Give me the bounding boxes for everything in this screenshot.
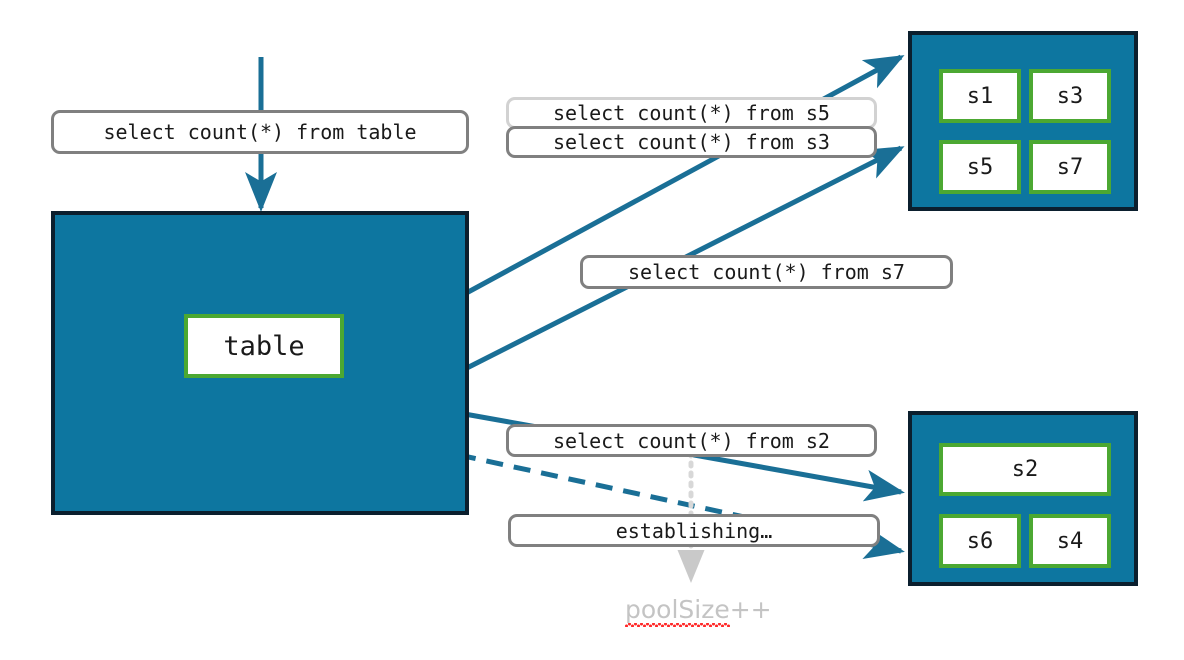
poolsize-annotation-suffix: ++: [729, 595, 772, 624]
poolsize-annotation-word: poolSize: [625, 595, 730, 627]
node-s7[interactable]: s7: [1029, 140, 1111, 194]
lower-pool-container: s2 s6 s4: [908, 411, 1138, 586]
pill-query-s3[interactable]: select count(*) from s3: [506, 126, 877, 158]
node-s4[interactable]: s4: [1029, 514, 1111, 568]
pill-query-s7[interactable]: select count(*) from s7: [580, 255, 953, 289]
node-s5[interactable]: s5: [939, 140, 1021, 194]
node-s2[interactable]: s2: [939, 443, 1111, 496]
pill-query-table-label: select count(*) from table: [103, 120, 417, 144]
pill-query-s3-label: select count(*) from s3: [553, 130, 830, 154]
node-s1[interactable]: s1: [939, 69, 1021, 123]
node-s1-label: s1: [966, 83, 994, 109]
poolsize-annotation: poolSize++: [625, 595, 772, 627]
table-database-container: table: [51, 211, 469, 515]
pill-query-s2-label: select count(*) from s2: [553, 428, 830, 453]
pill-query-s5-label: select count(*) from s5: [553, 101, 830, 125]
pill-query-s2[interactable]: select count(*) from s2: [506, 424, 877, 457]
node-s3[interactable]: s3: [1029, 69, 1111, 123]
node-s5-label: s5: [966, 154, 994, 180]
pill-status-establishing-label: establishing…: [615, 518, 773, 543]
upper-pool-container: s1 s3 s5 s7: [908, 31, 1138, 211]
node-s4-label: s4: [1056, 528, 1084, 554]
node-s2-label: s2: [1011, 457, 1039, 482]
node-s6-label: s6: [966, 528, 994, 554]
node-s7-label: s7: [1056, 154, 1084, 180]
pill-status-establishing[interactable]: establishing…: [508, 514, 880, 547]
pill-query-s7-label: select count(*) from s7: [628, 260, 905, 284]
node-s6[interactable]: s6: [939, 514, 1021, 568]
pill-query-s5[interactable]: select count(*) from s5: [506, 97, 877, 129]
node-table-label: table: [223, 330, 305, 362]
node-s3-label: s3: [1056, 83, 1084, 109]
pill-query-table[interactable]: select count(*) from table: [51, 110, 469, 154]
node-table[interactable]: table: [184, 314, 344, 378]
